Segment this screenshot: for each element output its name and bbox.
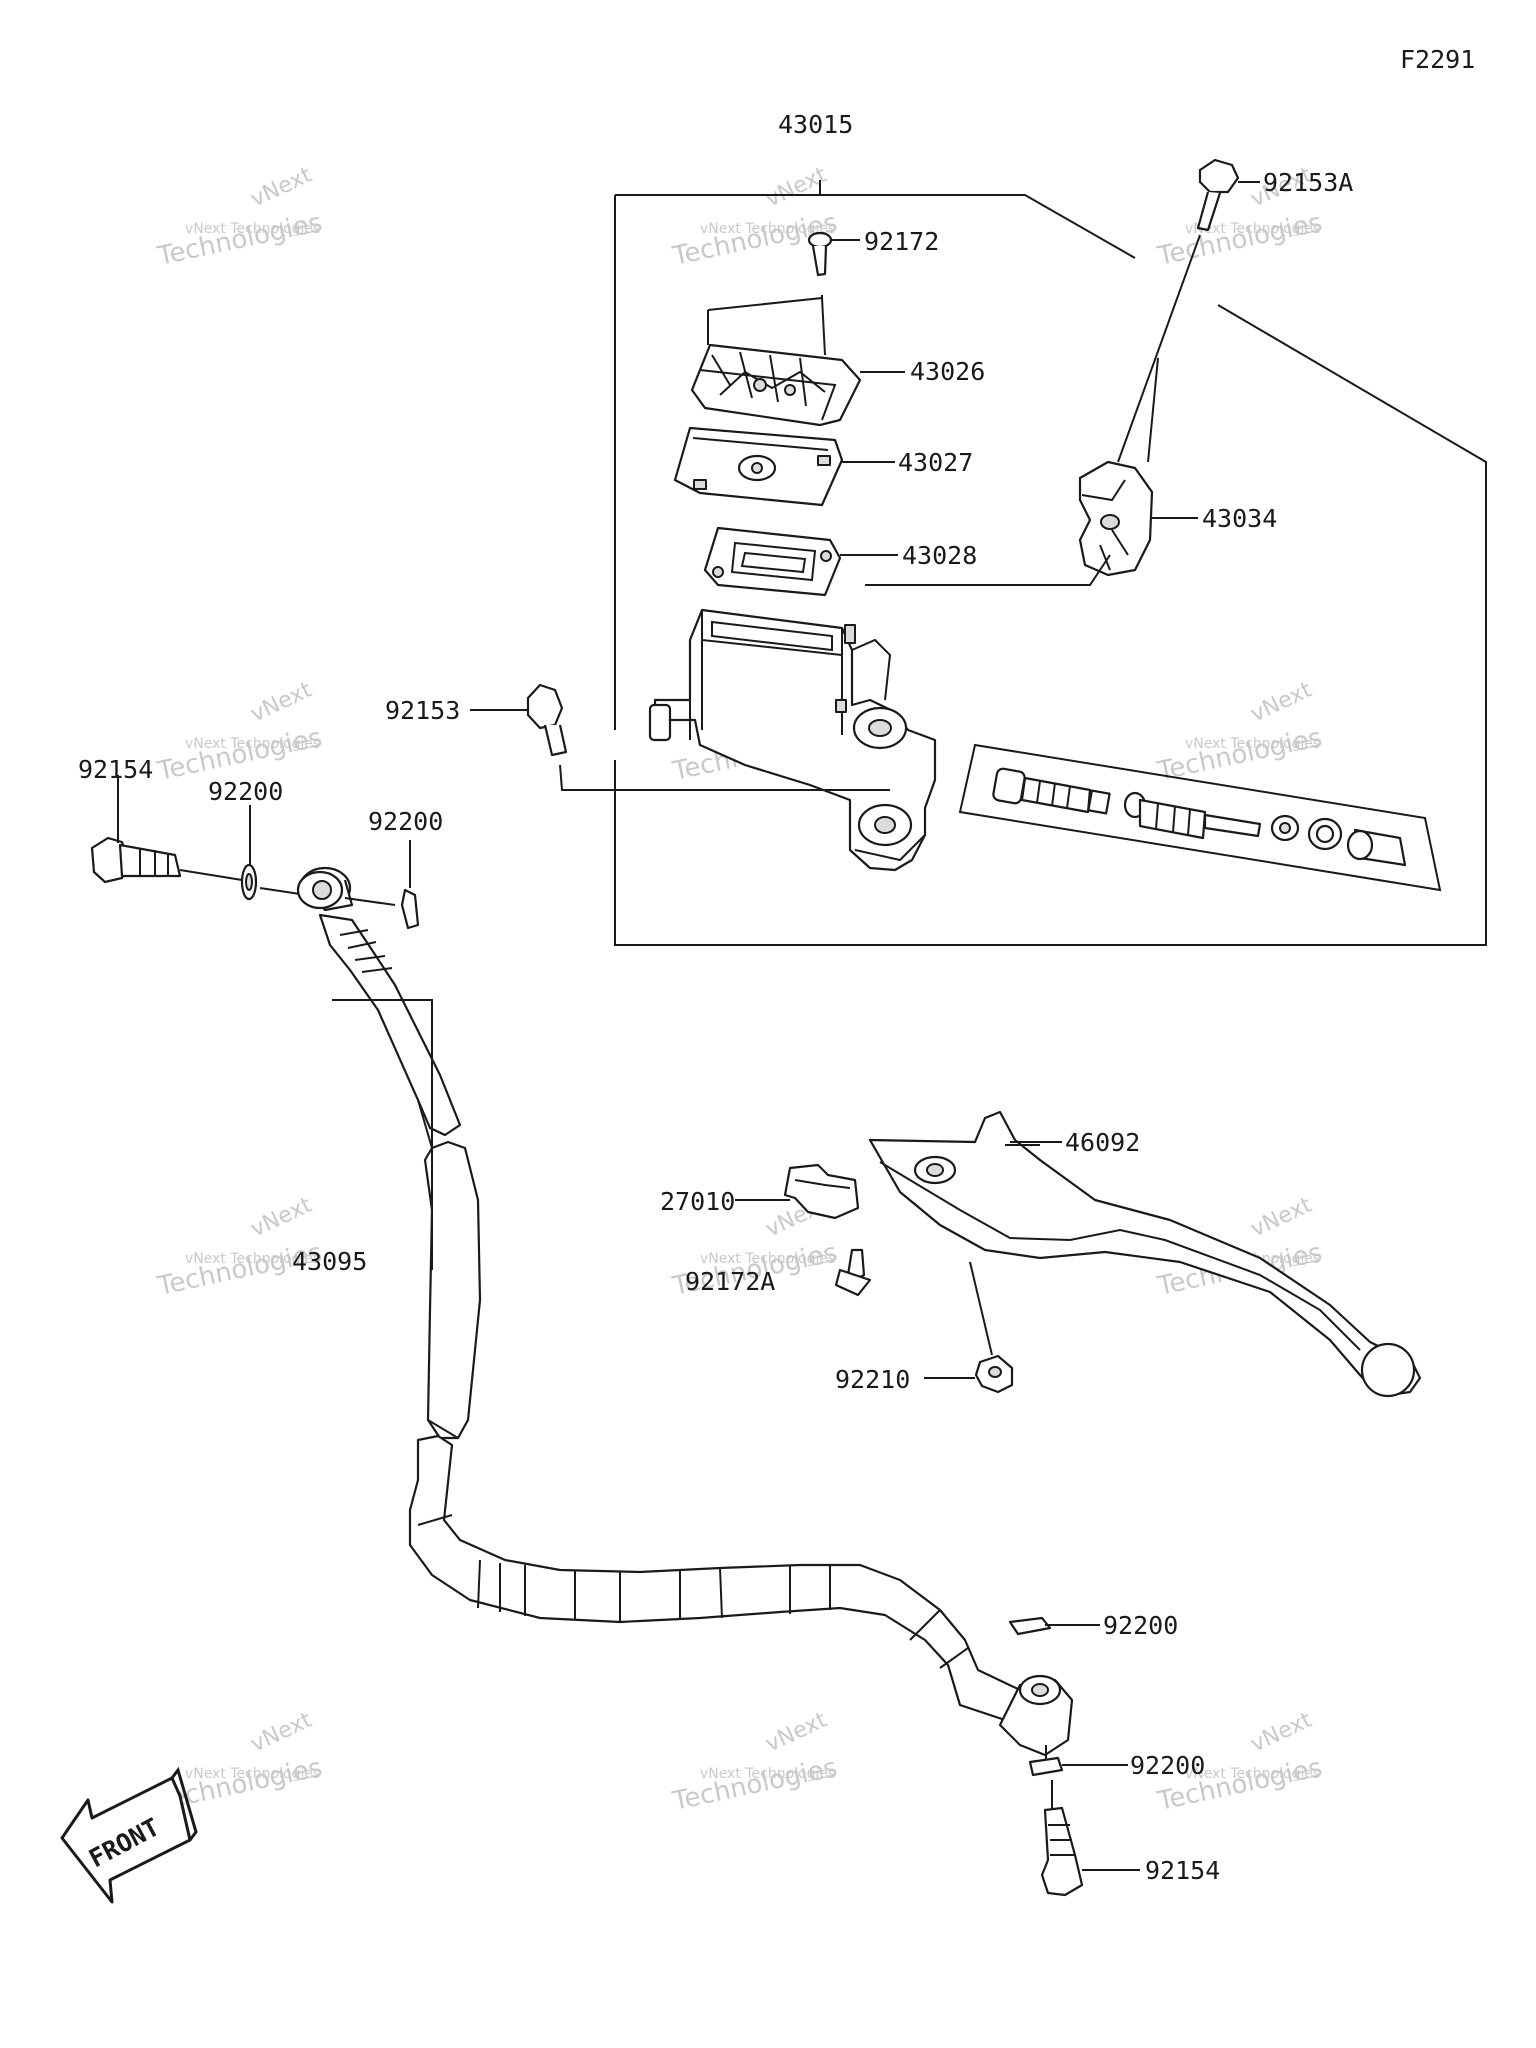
- watermark-text: vNext Technologies: [700, 221, 835, 237]
- label-92200-upper-left: 92200: [208, 777, 283, 806]
- brake-lever: [868, 1110, 1422, 1398]
- front-arrow-icon: FRONT: [60, 1766, 198, 1904]
- label-92153: 92153: [385, 696, 460, 725]
- watermark-text: vNext Technologies: [700, 1251, 835, 1267]
- watermark-text: vNext Technologies: [1185, 221, 1320, 237]
- watermark-text: vNext Technologies: [185, 221, 320, 237]
- brake-switch: [735, 1163, 872, 1297]
- watermark-text: Technologies: [1154, 208, 1325, 272]
- label-92153A: 92153A: [1263, 168, 1353, 197]
- brake-hose: [318, 913, 1022, 1722]
- label-92154-lower: 92154: [1145, 1856, 1220, 1885]
- label-46092: 46092: [1065, 1128, 1140, 1157]
- label-43027: 43027: [898, 448, 973, 477]
- washer-92210: [924, 1261, 1014, 1394]
- watermark-text: vNext Technologies: [1185, 736, 1320, 752]
- bolt-92153: [470, 554, 1111, 791]
- hose-fitting-upper: [296, 840, 420, 930]
- assembly-bracket: [614, 180, 1487, 946]
- watermark-text: vNext Technologies: [185, 1251, 320, 1267]
- watermark-text: Technologies: [154, 208, 325, 272]
- watermark-text: vNext: [247, 1192, 316, 1242]
- label-92200-lower-2: 92200: [1130, 1751, 1205, 1780]
- master-cylinder-body: [648, 608, 937, 872]
- watermark-text: vNext Technologies: [185, 1766, 320, 1782]
- label-92200-lower-1: 92200: [1103, 1611, 1178, 1640]
- watermark-text: vNext: [762, 1707, 831, 1757]
- bolt-92153A: [1117, 158, 1260, 463]
- watermark-text: vNext: [1247, 677, 1316, 727]
- figure-code: F2291: [1400, 45, 1475, 74]
- label-92210: 92210: [835, 1365, 910, 1394]
- label-43034: 43034: [1202, 504, 1277, 533]
- label-92172: 92172: [864, 227, 939, 256]
- watermark-text: vNext: [247, 162, 316, 212]
- watermark-text: vNext: [1247, 1707, 1316, 1757]
- diaphragm: [703, 526, 842, 597]
- watermark-text: vNext Technologies: [700, 1766, 835, 1782]
- diaphragm-plate: [673, 426, 844, 507]
- reservoir-cap: [690, 296, 862, 427]
- watermark-text: vNext: [247, 1707, 316, 1757]
- hose-fitting-lower: [998, 1616, 1140, 1897]
- label-92154-upper: 92154: [78, 755, 153, 784]
- label-92172A: 92172A: [685, 1267, 775, 1296]
- handlebar-clamp: [1078, 460, 1154, 577]
- watermark-text: vNext: [247, 677, 316, 727]
- leader-lines: [821, 295, 1198, 1143]
- part-labels: 43015 92153A 92172 43026 43027 43028 430…: [78, 110, 1353, 1885]
- watermark-text: vNext: [1247, 1192, 1316, 1242]
- screw-92172: [807, 231, 860, 277]
- watermark-text: Technologies: [669, 1753, 840, 1817]
- label-43026: 43026: [910, 357, 985, 386]
- label-43095: 43095: [292, 1247, 367, 1276]
- banjo-bolt-left: [90, 775, 301, 901]
- label-27010: 27010: [660, 1187, 735, 1216]
- piston-kit: [958, 743, 1442, 892]
- label-43015: 43015: [778, 110, 853, 139]
- watermark-text: vNext Technologies: [185, 736, 320, 752]
- label-92200-upper-right: 92200: [368, 807, 443, 836]
- label-43028: 43028: [902, 541, 977, 570]
- watermark-text: vNext Technologies: [1185, 1766, 1320, 1782]
